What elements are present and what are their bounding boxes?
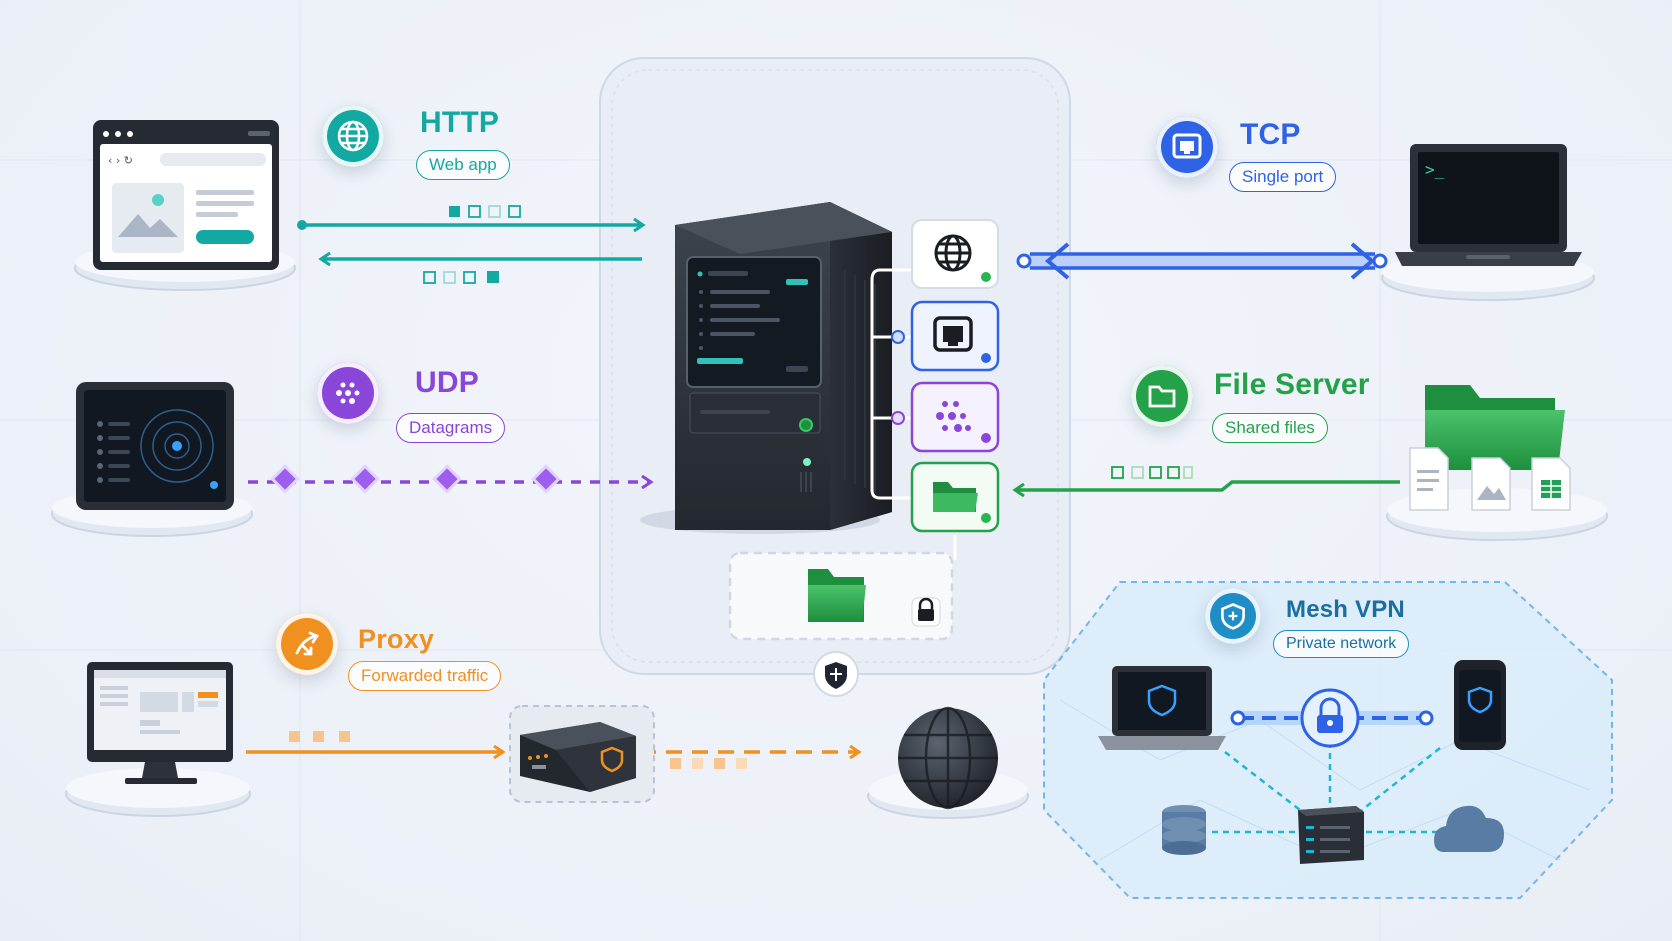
mesh-server-node[interactable] <box>1298 806 1364 864</box>
spreadsheet-file-icon <box>1531 457 1571 511</box>
desktop-monitor-client[interactable] <box>65 662 251 817</box>
ethernet-port-icon <box>1156 116 1218 178</box>
service-tile-file[interactable] <box>910 461 1000 533</box>
lock-icon <box>911 597 941 627</box>
ethernet-port-icon <box>933 316 973 352</box>
protocol-subtitle-mesh: Private network <box>1273 630 1410 658</box>
protocol-title-tcp: TCP <box>1240 118 1301 151</box>
shared-files-client[interactable] <box>1386 385 1608 541</box>
protocol-title-file: File Server <box>1214 368 1370 401</box>
service-tile-tcp[interactable] <box>910 300 1000 372</box>
file-traffic <box>1016 466 1400 490</box>
forward-arrows-icon <box>276 613 338 675</box>
protocol-title-mesh: Mesh VPN <box>1286 596 1405 623</box>
mesh-phone-node[interactable] <box>1454 660 1506 750</box>
protocol-subtitle-file: Shared files <box>1212 413 1328 443</box>
mesh-lock-hub <box>1300 688 1360 748</box>
protocol-subtitle-udp: Datagrams <box>396 413 506 443</box>
protocol-title-http: HTTP <box>420 106 500 139</box>
security-shield-badge <box>813 651 859 697</box>
globe-icon <box>934 234 972 272</box>
laptop-terminal-client[interactable]: >_ <box>1381 144 1595 301</box>
svg-text:‹ › ↻: ‹ › ↻ <box>108 154 133 167</box>
shield-icon <box>1205 588 1261 644</box>
service-tile-udp[interactable] <box>910 381 1000 453</box>
protocol-title-udp: UDP <box>415 366 479 399</box>
proxy-gateway-device[interactable] <box>509 705 655 803</box>
document-file-icon <box>1409 447 1449 511</box>
protocol-subtitle-tcp: Single port <box>1229 162 1337 192</box>
svg-text:>_: >_ <box>1425 160 1445 179</box>
mesh-database-node[interactable] <box>1162 805 1206 855</box>
mesh-laptop-node[interactable] <box>1098 666 1226 750</box>
mesh-cloud-node[interactable] <box>1434 805 1504 852</box>
browser-client[interactable]: ‹ › ↻ <box>74 120 296 291</box>
tablet-radar-client[interactable] <box>51 382 253 537</box>
datagram-dots-icon <box>317 362 379 424</box>
udp-traffic <box>248 464 650 494</box>
folder-icon <box>808 569 866 622</box>
http-traffic <box>297 205 642 284</box>
globe-sphere-icon <box>867 706 1029 819</box>
globe-icon <box>322 105 384 167</box>
protocol-subtitle-proxy: Forwarded traffic <box>348 661 502 691</box>
tcp-traffic <box>1016 242 1388 280</box>
shared-storage <box>728 551 954 641</box>
datagram-dots-icon <box>936 401 971 432</box>
proxy-traffic <box>246 731 858 769</box>
folder-icon <box>1131 365 1193 427</box>
folder-icon <box>933 482 978 512</box>
image-file-icon <box>1471 457 1511 511</box>
service-tile-http[interactable] <box>911 219 999 289</box>
protocol-title-proxy: Proxy <box>358 624 435 654</box>
protocol-subtitle-http: Web app <box>416 150 510 180</box>
server-tower-icon <box>640 202 892 534</box>
